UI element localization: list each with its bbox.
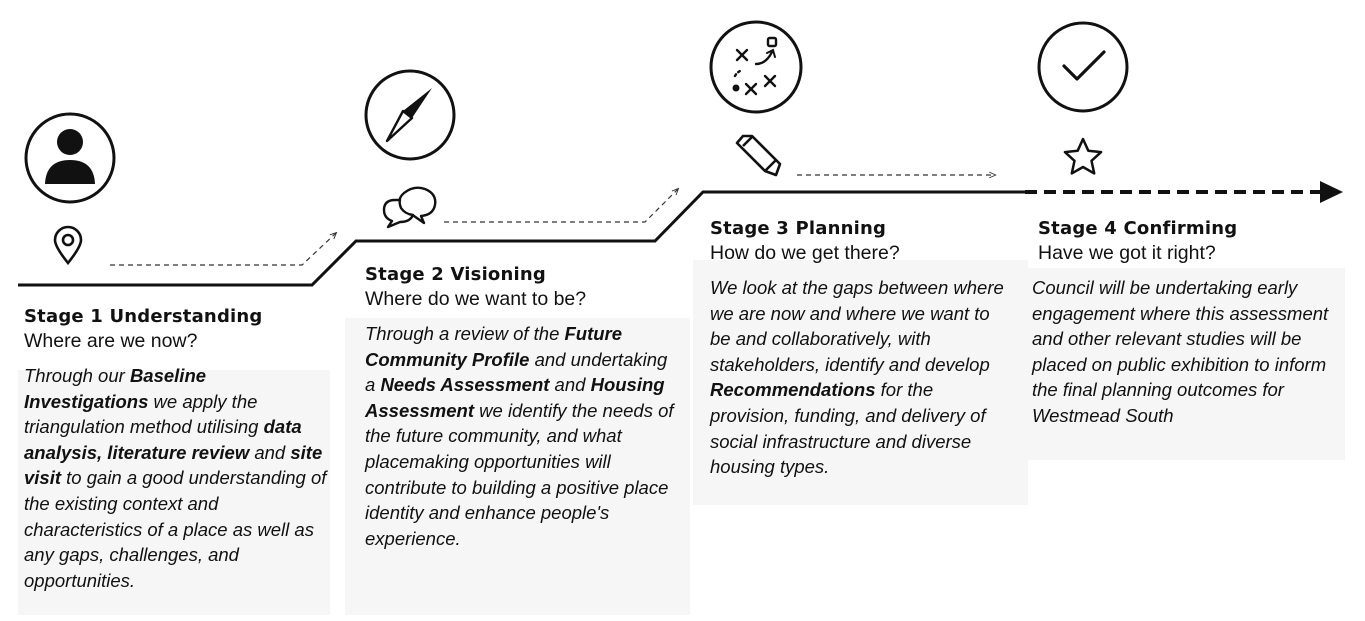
text-run: and <box>549 374 591 396</box>
stage-3-panel <box>693 260 1028 505</box>
stage-3-description: We look at the gaps between where we are… <box>710 275 1015 480</box>
stage-2-dashed-connector <box>444 189 678 223</box>
emphasis-term: data analysis, literature review <box>24 416 302 463</box>
stage-4-title: Stage 4 Confirming <box>1038 218 1238 239</box>
text-run: Through a review of the <box>365 323 565 344</box>
text-run: for the provision, funding, and delivery… <box>710 379 986 478</box>
text-run: We look at the gaps between where we are… <box>710 277 1004 375</box>
emphasis-term: Housing Assessment <box>365 374 665 421</box>
location-pin-icon <box>53 225 83 266</box>
stage-1-panel <box>18 370 330 615</box>
checkmark-icon <box>1037 21 1129 113</box>
emphasis-term: Recommendations <box>710 379 876 401</box>
pencil-icon <box>735 134 782 177</box>
stage-4-panel <box>1027 268 1345 460</box>
strategy-plan-icon <box>709 20 803 114</box>
text-run: and <box>249 441 291 463</box>
arrowhead-icon <box>1320 181 1343 203</box>
stage-1-title: Stage 1 Understanding <box>24 306 263 327</box>
journey-line <box>18 190 1025 287</box>
stage-2-panel <box>345 318 690 615</box>
stage-2-description: Through a review of the Future Community… <box>365 321 675 551</box>
stage-2-question: Where do we want to be? <box>365 288 587 310</box>
text-run: we apply the triangulation method utilis… <box>24 390 264 438</box>
stage-3-title: Stage 3 Planning <box>710 218 887 239</box>
stage-4-description: Council will be undertaking early engage… <box>1032 275 1338 429</box>
text-run: we identify the needs of the future comm… <box>365 399 674 549</box>
stage-1-question: Where are we now? <box>24 330 198 352</box>
speech-bubbles-icon <box>382 186 437 229</box>
stage-4-question: Have we got it right? <box>1038 242 1216 264</box>
stage-2-title: Stage 2 Visioning <box>365 264 546 285</box>
emphasis-term: Baseline Investigations <box>24 365 207 412</box>
stage-3-question: How do we get there? <box>710 242 900 264</box>
stage-3-block: Stage 3 Planning How do we get there? We… <box>710 218 1015 480</box>
stage-1-description: Through our Baseline Investigations we a… <box>24 363 330 593</box>
emphasis-term: Needs Assessment <box>380 374 550 396</box>
star-icon <box>1063 137 1103 175</box>
emphasis-term: Future Community Profile <box>365 323 623 370</box>
stage-1-dashed-connector <box>110 233 336 266</box>
stage-1-block: Stage 1 Understanding Where are we now? … <box>24 306 330 593</box>
person-icon <box>24 112 116 204</box>
stage-2-block: Stage 2 Visioning Where do we want to be… <box>365 264 675 551</box>
text-run: Through our <box>24 365 130 386</box>
text-run: Council will be undertaking early engage… <box>1032 277 1329 426</box>
text-run: and undertaking a <box>365 348 668 396</box>
compass-icon <box>364 69 456 161</box>
stage-4-block: Stage 4 Confirming Have we got it right?… <box>1032 218 1338 429</box>
text-run: to gain a good understanding of the exis… <box>24 467 327 591</box>
emphasis-term: site visit <box>24 441 323 489</box>
